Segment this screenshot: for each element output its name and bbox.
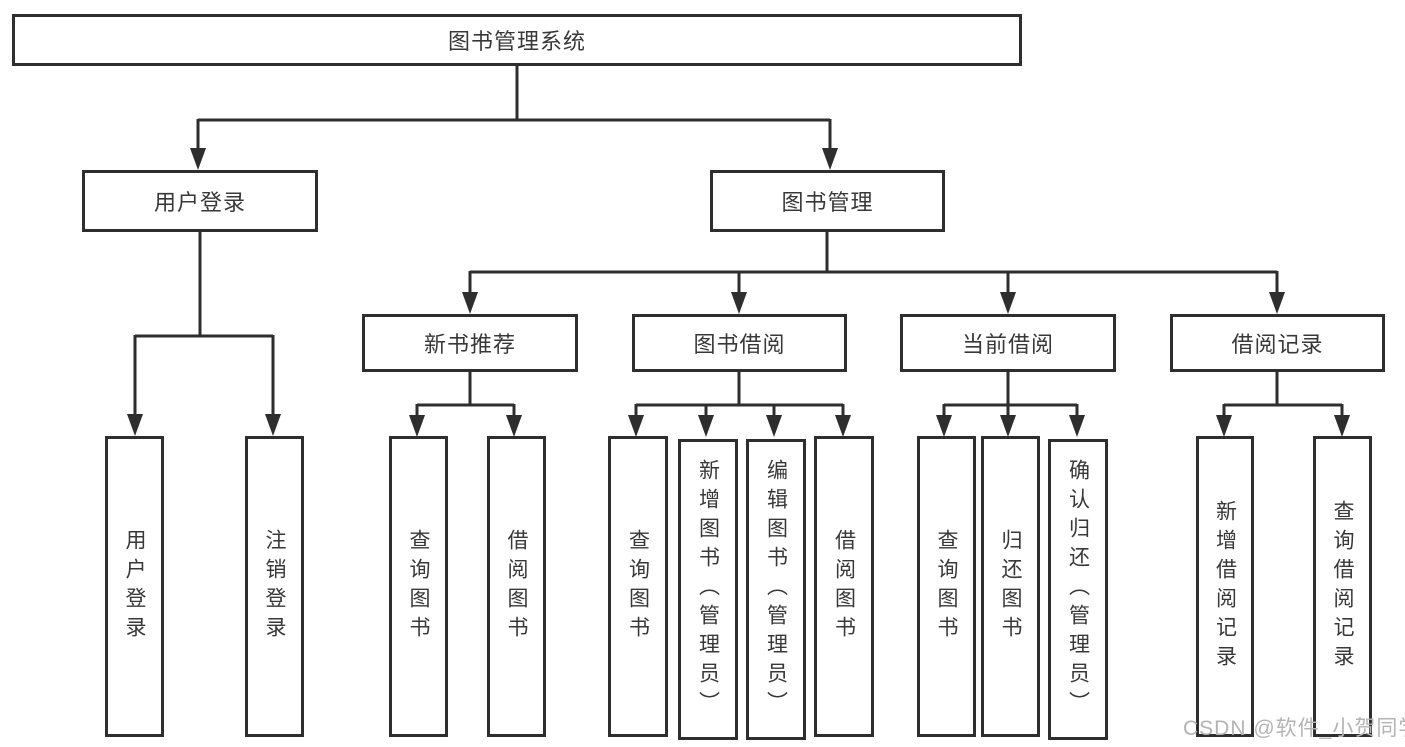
node-root-label: 图书管理系统	[447, 29, 586, 54]
leaf-records-query-record: 查询借阅记录	[1313, 436, 1372, 737]
node-book-management: 图书管理	[710, 170, 945, 232]
arrowhead	[127, 414, 143, 436]
arrowhead	[698, 415, 714, 437]
node-user-login-label: 用户登录	[153, 190, 246, 215]
node-new-book-recommend: 新书推荐	[362, 314, 578, 372]
arrowhead	[190, 148, 206, 170]
arrowhead	[1000, 292, 1016, 314]
arrowhead	[462, 292, 478, 314]
arrowhead	[409, 415, 425, 437]
leaf-recommend-query-book-label: 查询图书	[407, 528, 430, 645]
watermark: CSDN @软件_小贺同学	[1183, 717, 1405, 740]
leaf-borrow-add-book-admin: 新增图书（管理员）	[678, 439, 738, 740]
arrowhead	[1334, 415, 1350, 437]
node-borrow-records: 借阅记录	[1170, 314, 1385, 372]
leaf-borrow-query-book: 查询图书	[608, 436, 668, 737]
leaf-records-query-record-label: 查询借阅记录	[1331, 499, 1354, 674]
leaf-recommend-borrow-book: 借阅图书	[487, 436, 546, 737]
leaf-current-return-book-label: 归还图书	[999, 528, 1022, 645]
leaf-current-query-book-label: 查询图书	[935, 528, 958, 645]
leaf-logout-label: 注销登录	[263, 528, 286, 645]
node-user-login: 用户登录	[82, 170, 318, 232]
arrowhead	[1269, 292, 1285, 314]
arrowheads	[127, 148, 1350, 437]
node-book-borrow: 图书借阅	[632, 314, 847, 372]
leaf-borrow-edit-book-admin-label: 编辑图书（管理员）	[764, 459, 788, 720]
arrowhead	[731, 292, 747, 314]
leaf-records-add-record: 新增借阅记录	[1196, 436, 1254, 737]
leaf-current-confirm-return-admin-label: 确认归还（管理员）	[1066, 459, 1090, 720]
leaf-borrow-borrow-book: 借阅图书	[814, 436, 874, 737]
arrowhead	[1000, 415, 1016, 437]
node-book-management-label: 图书管理	[781, 190, 874, 215]
arrowhead	[1216, 415, 1232, 437]
node-current-borrow-label: 当前借阅	[961, 332, 1054, 357]
leaf-current-query-book: 查询图书	[917, 436, 976, 737]
arrowhead	[506, 415, 522, 437]
node-current-borrow: 当前借阅	[900, 314, 1116, 372]
node-borrow-records-label: 借阅记录	[1231, 332, 1324, 357]
leaf-recommend-query-book: 查询图书	[389, 436, 448, 737]
leaf-current-confirm-return-admin: 确认归还（管理员）	[1048, 439, 1108, 740]
leaf-borrow-query-book-label: 查询图书	[626, 528, 650, 645]
leaf-borrow-add-book-admin-label: 新增图书（管理员）	[696, 459, 720, 720]
leaf-logout: 注销登录	[245, 436, 304, 737]
arrowhead	[822, 148, 838, 170]
arrowhead	[628, 415, 644, 437]
leaf-user-login-label: 用户登录	[123, 528, 146, 645]
arrowhead	[766, 415, 782, 437]
node-root: 图书管理系统	[12, 14, 1022, 66]
leaf-user-login: 用户登录	[105, 436, 164, 737]
leaf-borrow-borrow-book-label: 借阅图书	[832, 528, 856, 645]
arrowhead	[936, 415, 952, 437]
leaf-borrow-edit-book-admin: 编辑图书（管理员）	[746, 439, 806, 740]
arrowhead	[1069, 415, 1085, 437]
arrowhead	[265, 414, 281, 436]
node-new-book-recommend-label: 新书推荐	[423, 332, 516, 357]
arrowhead	[835, 415, 851, 437]
node-book-borrow-label: 图书借阅	[693, 332, 786, 357]
leaf-current-return-book: 归还图书	[981, 436, 1040, 737]
leaf-records-add-record-label: 新增借阅记录	[1213, 499, 1237, 674]
leaf-recommend-borrow-book-label: 借阅图书	[505, 528, 528, 645]
